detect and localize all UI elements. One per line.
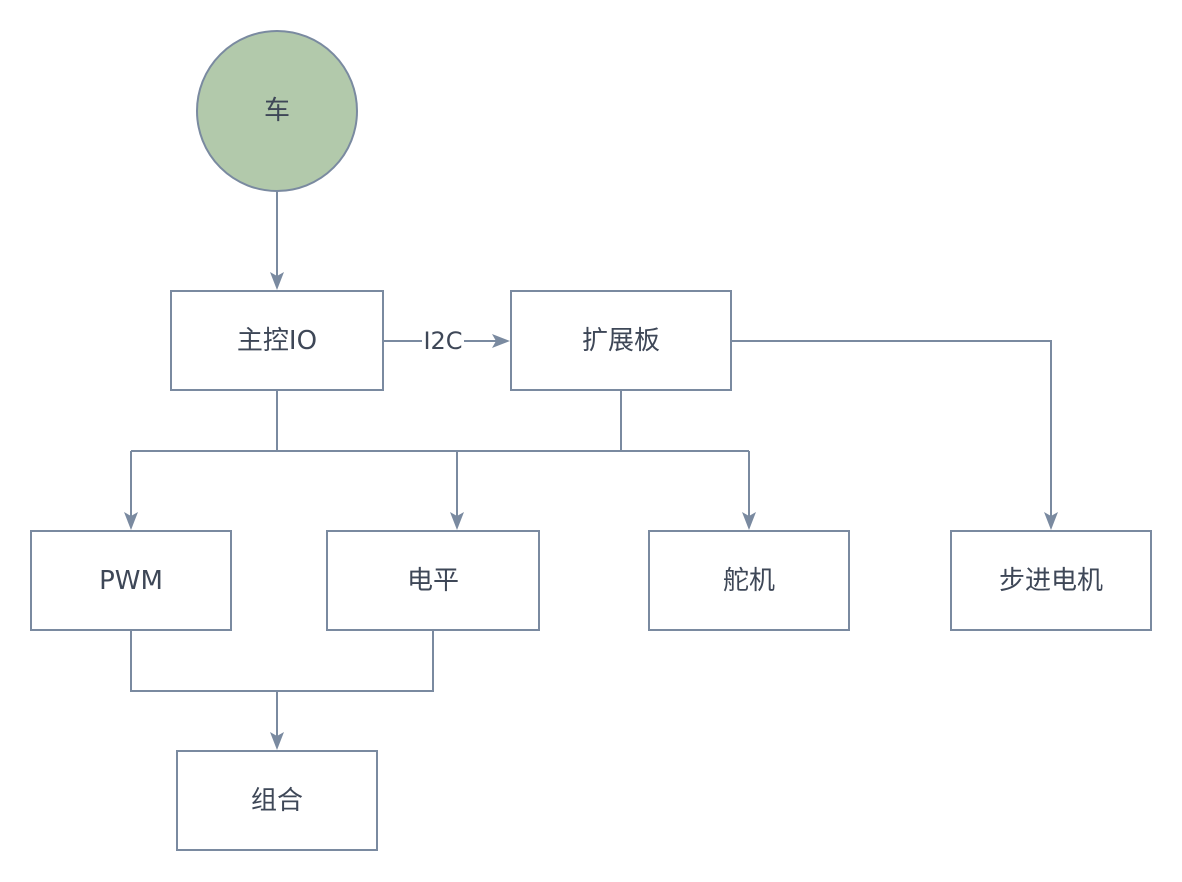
edge-pwm-down [130, 631, 434, 692]
node-level-label: 电平 [407, 566, 459, 596]
node-car[interactable]: 车 [196, 30, 358, 192]
node-combo-label: 组合 [251, 786, 303, 816]
node-stepper[interactable]: 步进电机 [950, 530, 1152, 631]
arrowhead-combo [270, 732, 284, 750]
i2c-label: I2C [423, 327, 462, 355]
node-combo[interactable]: 组合 [176, 750, 378, 851]
node-expansion-board-label: 扩展板 [582, 326, 660, 356]
edge-label-i2c: I2C [422, 327, 464, 355]
node-stepper-label: 步进电机 [999, 566, 1103, 596]
edge-expansion-to-stepper [732, 340, 1052, 516]
node-pwm[interactable]: PWM [30, 530, 232, 631]
arrowhead-servo [742, 512, 756, 530]
arrowhead-stepper [1044, 512, 1058, 530]
node-servo[interactable]: 舵机 [648, 530, 850, 631]
arrowhead-pwm [124, 512, 138, 530]
node-servo-label: 舵机 [723, 566, 775, 596]
node-car-label: 车 [264, 96, 290, 126]
node-main-io-label: 主控IO [237, 326, 317, 356]
node-pwm-label: PWM [99, 566, 163, 596]
node-expansion-board[interactable]: 扩展板 [510, 290, 732, 391]
arrowhead-level [450, 512, 464, 530]
arrowhead-expansion [492, 334, 510, 348]
edges [124, 191, 1058, 750]
node-level[interactable]: 电平 [326, 530, 540, 631]
node-main-io[interactable]: 主控IO [170, 290, 384, 391]
arrowhead-main-io [270, 272, 284, 290]
